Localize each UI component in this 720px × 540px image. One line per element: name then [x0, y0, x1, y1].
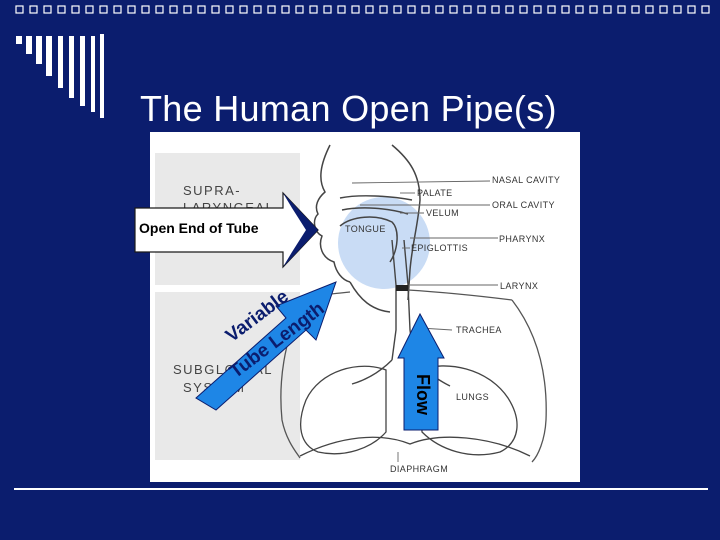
label-epiglottis: EPIGLOTTIS — [411, 243, 468, 253]
label-nasal-cavity: NASAL CAVITY — [492, 175, 560, 185]
label-larynx: LARYNX — [500, 281, 538, 291]
open-end-label: Open End of Tube — [139, 220, 259, 236]
flow-arrow — [397, 312, 445, 431]
label-lungs: LUNGS — [456, 392, 489, 402]
diaphragm-line — [299, 436, 531, 457]
label-oral-cavity: ORAL CAVITY — [492, 200, 555, 210]
label-pharynx: PHARYNX — [499, 234, 545, 244]
decorative-squares — [15, 5, 710, 14]
label-velum: VELUM — [426, 208, 459, 218]
leader-lines — [351, 180, 498, 462]
open-end-arrow-shadow — [283, 193, 318, 267]
lungs-outline — [300, 365, 518, 456]
label-trachea: TRACHEA — [456, 325, 502, 335]
decorative-bars — [16, 34, 104, 118]
flow-label: Flow — [413, 374, 433, 415]
label-tongue: TONGUE — [345, 224, 386, 234]
variable-length-arrow — [195, 281, 337, 411]
larynx-mark — [396, 285, 408, 291]
label-supra-line1: SUPRA- — [183, 183, 241, 198]
label-palate: PALATE — [417, 188, 453, 198]
slide-title: The Human Open Pipe(s) — [140, 88, 557, 130]
label-diaphragm: DIAPHRAGM — [390, 464, 448, 474]
bottom-rule — [14, 488, 708, 490]
